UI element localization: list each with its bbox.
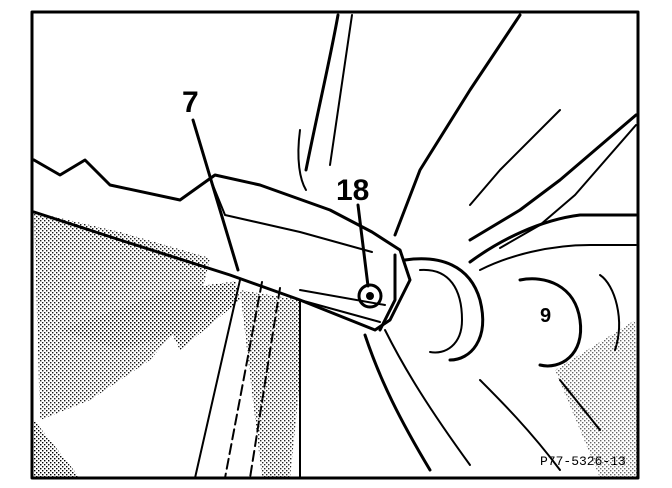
part-number-9: 9 (540, 305, 551, 327)
callout-7: 7 (182, 86, 199, 119)
reference-code: P77-5326-13 (540, 454, 626, 469)
figure-frame (30, 10, 640, 480)
bolt-18 (357, 283, 383, 309)
shading (34, 212, 638, 478)
hinge-assembly (363, 213, 638, 472)
callout-18: 18 (336, 174, 369, 207)
body-panel (297, 13, 638, 249)
leader-lines (191, 118, 370, 288)
lower-lines (194, 279, 301, 479)
